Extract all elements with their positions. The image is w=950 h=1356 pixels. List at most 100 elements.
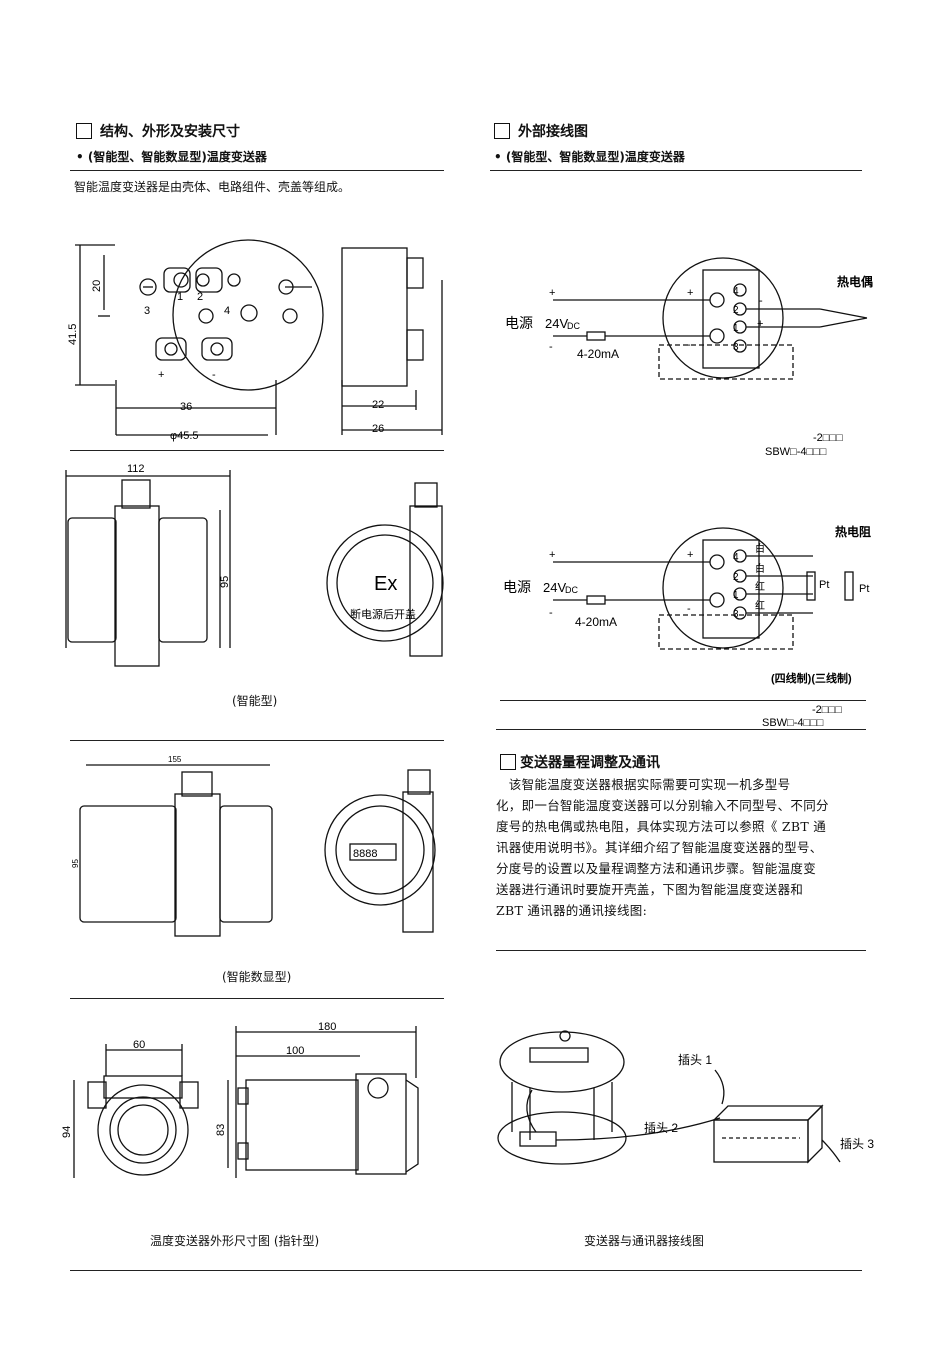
- section-title-text: 变送器量程调整及通讯: [520, 755, 660, 771]
- terminal-label: 1: [733, 590, 739, 601]
- warning-label: 断电源后开盖: [350, 607, 416, 621]
- divider: [496, 729, 866, 731]
- current-label: 4-20mA: [577, 347, 619, 361]
- smart-display-housing-drawing: 155 95 8888: [71, 755, 436, 937]
- voltage-sub: DC: [565, 585, 578, 595]
- model-bottom: SBW□-4□□□: [765, 446, 827, 458]
- plus-label: +: [549, 549, 555, 561]
- plus-label: +: [687, 287, 693, 299]
- checkbox-square-icon: [494, 123, 510, 139]
- divider: [496, 950, 866, 952]
- divider: [500, 700, 866, 702]
- thermocouple-wiring-diagram: 4 2 1 3 + - + - - + 电源 24V DC 4-20mA 热电偶…: [505, 257, 873, 458]
- dim-label: 95: [71, 859, 80, 868]
- ex-mark: Ex: [374, 573, 397, 595]
- dim-label: 100: [286, 1045, 304, 1057]
- wire-color-label: 白: [755, 562, 765, 575]
- divider: [70, 998, 444, 1000]
- pointer-type-dimension-drawing: 60 94 180 100 83: [61, 1021, 419, 1178]
- thermocouple-label: 热电偶: [837, 274, 873, 289]
- voltage-label: 24V: [543, 580, 566, 595]
- wire-color-label: 白: [755, 542, 765, 555]
- divider: [70, 740, 444, 742]
- model-top: -2□□□: [812, 704, 842, 716]
- dim-label: φ45.5: [170, 430, 199, 442]
- terminal-label: 1: [177, 291, 183, 303]
- minus-label: -: [212, 369, 216, 381]
- dim-label: 112: [127, 463, 145, 475]
- dim-label: 36: [180, 401, 192, 413]
- voltage-label: 24V: [545, 316, 568, 331]
- model-top: -2□□□: [813, 432, 843, 444]
- minus-label: -: [687, 339, 691, 351]
- current-label: 4-20mA: [575, 615, 617, 629]
- smart-type-housing-drawing: 112 95 Ex 断电源后开盖: [65, 463, 444, 667]
- terminal-label: 2: [197, 291, 203, 303]
- terminal-label: 4: [224, 305, 230, 317]
- wire-mode-label: (四线制)(三线制): [771, 671, 852, 685]
- paragraph-line: 分度号的设置以及量程调整方法和通讯步骤。智能温度变: [496, 861, 817, 876]
- model-code: -2□□□ SBW□-4□□□: [762, 704, 842, 729]
- paragraph-line: 送器进行通讯时要旋开壳盖，下图为智能温度变送器和: [496, 882, 804, 897]
- terminal-label: 2: [733, 572, 739, 583]
- dim-label: 26: [372, 423, 384, 435]
- minus-label: -: [687, 603, 691, 615]
- section-title-text: 外部接线图: [518, 124, 588, 140]
- power-label: 电源: [505, 315, 533, 331]
- section-structure-subtitle: • (智能型、智能数显型)温度变送器: [76, 150, 267, 164]
- display-digits: 8888: [353, 848, 377, 860]
- caption-pointer-type: 温度变送器外形尺寸图 (指针型): [150, 1234, 320, 1248]
- plus-label: +: [757, 318, 763, 330]
- dim-label: 60: [133, 1039, 145, 1051]
- dim-label: 95: [219, 576, 231, 588]
- pt-label: Pt: [819, 579, 829, 591]
- checkbox-square-icon: [500, 754, 516, 770]
- terminal-label: 3: [733, 609, 739, 620]
- intro-text: 智能温度变送器是由壳体、电路组件、壳盖等组成。: [74, 180, 351, 194]
- plus-label: +: [549, 287, 555, 299]
- pt-label: Pt: [859, 583, 869, 595]
- minus-label: -: [549, 341, 553, 353]
- divider: [70, 1270, 862, 1272]
- section-wiring-subtitle: • (智能型、智能数显型)温度变送器: [494, 150, 685, 164]
- paragraph-line: 该智能温度变送器根据实际需要可实现一机多型号: [496, 777, 791, 792]
- plus-label: +: [158, 369, 164, 381]
- minus-label: -: [759, 295, 763, 307]
- terminal-label: 3: [144, 305, 150, 317]
- dim-label: 94: [61, 1126, 73, 1138]
- voltage-sub: DC: [567, 321, 580, 331]
- wire-color-label: 红: [755, 599, 765, 612]
- power-label: 电源: [503, 579, 531, 595]
- plug-3-label: 插头 3: [840, 1137, 874, 1151]
- communicator-wiring-diagram: 插头 1 插头 2 插头 3: [497, 1030, 874, 1165]
- plus-label: +: [687, 549, 693, 561]
- paragraph-line: ZBT 通讯器的通讯接线图:: [496, 903, 648, 918]
- terminal-label: 4: [733, 286, 739, 297]
- dim-label: 20: [91, 280, 103, 292]
- paragraph-line: 化，即一台智能温度变送器可以分别输入不同型号、不同分: [496, 798, 829, 813]
- plug-2-label: 插头 2: [644, 1121, 678, 1135]
- terminal-label: 1: [733, 323, 739, 334]
- rtd-wiring-diagram: 4 2 1 3 白 白 红 红 + - + - 电源 24V DC 4-20mA…: [503, 524, 871, 685]
- paragraph-line: 度号的热电偶或热电阻，具体实现方法可以参照《 ZBT 通: [496, 819, 827, 834]
- range-paragraph: 该智能温度变送器根据实际需要可实现一机多型号 化，即一台智能温度变送器可以分别输…: [496, 774, 876, 921]
- checkbox-square-icon: [76, 123, 92, 139]
- terminal-label: 2: [733, 305, 739, 316]
- section-structure-title: 结构、外形及安装尺寸: [76, 121, 240, 141]
- dim-label: 155: [168, 755, 182, 764]
- caption-smart: (智能型): [232, 694, 278, 708]
- divider: [70, 170, 444, 172]
- divider: [70, 450, 444, 452]
- section-wiring-title: 外部接线图: [494, 121, 588, 141]
- dim-label: 83: [215, 1124, 227, 1136]
- terminal-label: 4: [733, 552, 739, 563]
- model-bottom: SBW□-4□□□: [762, 717, 824, 729]
- dim-label: 180: [318, 1021, 336, 1033]
- plug-1-label: 插头 1: [678, 1053, 712, 1067]
- terminal-label: 3: [733, 342, 739, 353]
- divider: [490, 170, 862, 172]
- section-title-text: 结构、外形及安装尺寸: [100, 124, 240, 140]
- caption-smart-display: (智能数显型): [222, 970, 292, 984]
- dimension-drawing-front-side: 1 2 3 4 + - 20 41.5 36 φ45.5 22 26: [67, 239, 443, 442]
- dim-label: 41.5: [67, 324, 79, 345]
